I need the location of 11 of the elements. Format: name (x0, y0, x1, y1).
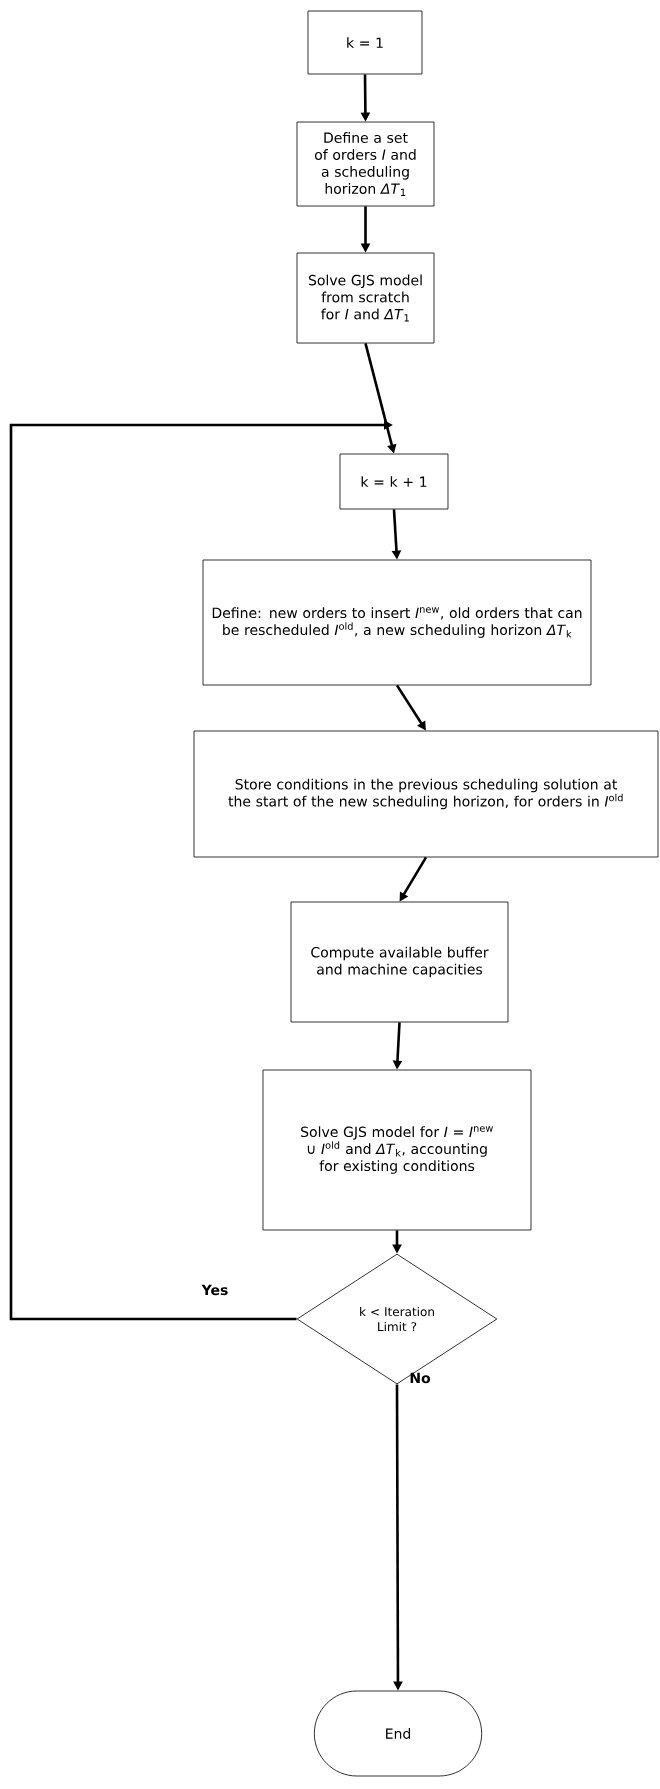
process-box: Define: new orders to insert I$^{new}$, old orders that can be rescheduled I$^{old}$, a new scheduling horizon ΔT$_{k}$ (202, 559, 592, 686)
process-box: Compute available buffer and machine capacities (290, 901, 509, 1023)
process-box: Solve GJS model for I = I$^{new}$ ∪ I$^{old}$ and ΔT$_{k}$, accounting for existing conditions (262, 1069, 532, 1231)
edge-label: No (410, 1372, 431, 1384)
process-box: Define a set of orders I and a scheduling horizon ΔT$_{1}$ (296, 121, 435, 207)
process-box: k = k + 1 (339, 453, 449, 510)
process-box: k = 1 (307, 10, 423, 75)
edge-label: Yes (201, 1284, 228, 1296)
process-box: Store conditions in the previous scheduling solution at the start of the new scheduling horizon, for orders in I$^{old}$ (193, 730, 659, 858)
terminal-box: End (313, 1690, 483, 1777)
process-box: Solve GJS model from scratch for I and ΔT$_{1}$ (296, 252, 435, 344)
